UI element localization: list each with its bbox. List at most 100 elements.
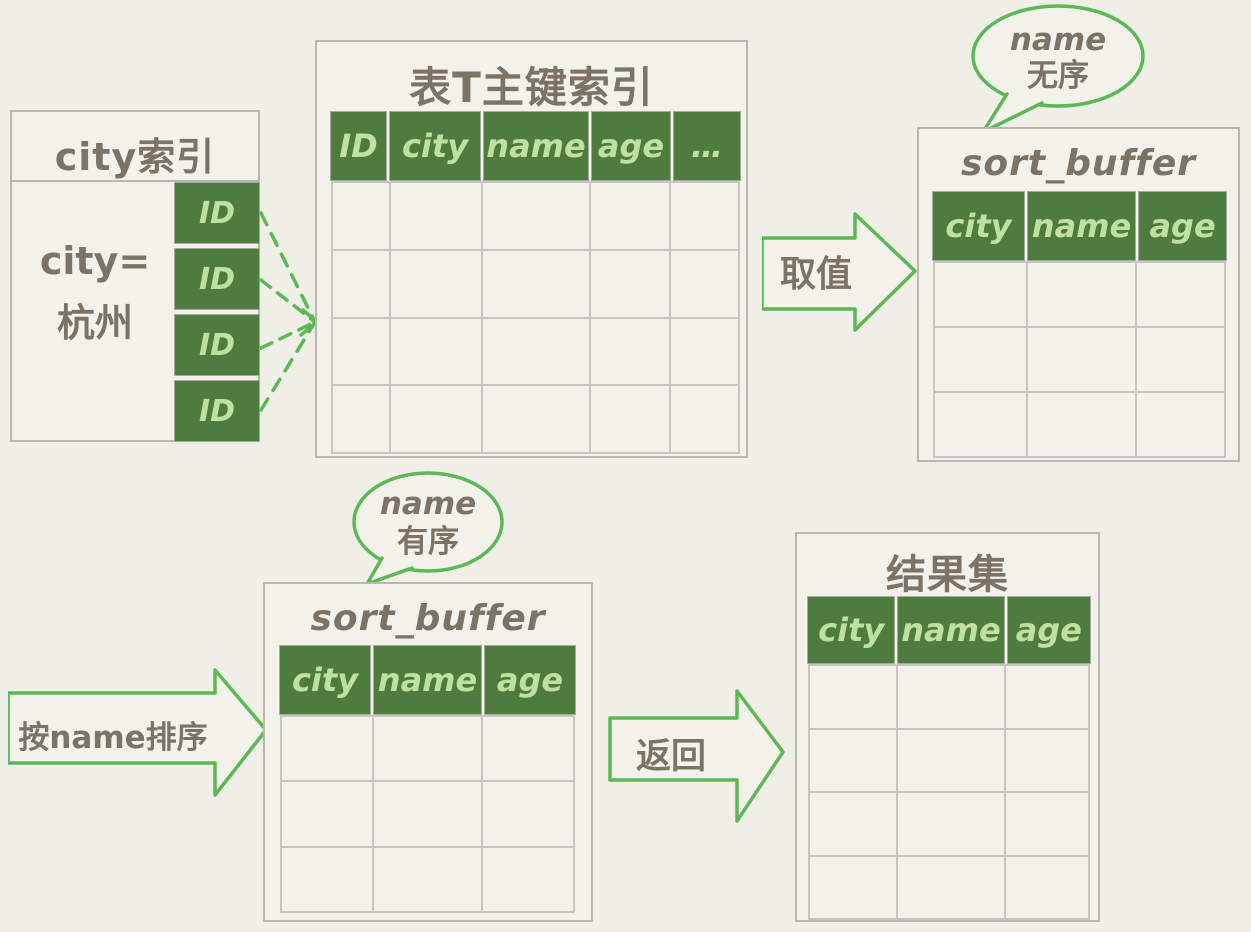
column-header: … bbox=[674, 112, 740, 180]
sort-buffer-header: city name age bbox=[280, 646, 575, 714]
empty-cell bbox=[590, 318, 670, 385]
empty-cell bbox=[671, 318, 738, 385]
id-cell: ID bbox=[175, 381, 259, 441]
city-condition: city= 杭州 bbox=[20, 230, 170, 354]
empty-cell bbox=[1027, 328, 1136, 391]
empty-cell bbox=[390, 318, 482, 385]
empty-cell bbox=[810, 729, 897, 791]
empty-cell bbox=[898, 856, 1004, 918]
empty-cell bbox=[810, 666, 897, 728]
fetch-arrow-label: 取值 bbox=[779, 254, 852, 295]
empty-cell bbox=[483, 318, 589, 385]
empty-cell bbox=[1005, 666, 1088, 728]
sort-buffer-title: sort_buffer bbox=[310, 598, 546, 639]
empty-cell bbox=[282, 717, 372, 781]
column-header: name bbox=[898, 597, 1004, 663]
column-header: name bbox=[484, 112, 588, 180]
empty-cell bbox=[1027, 263, 1136, 326]
empty-cell bbox=[1137, 263, 1224, 326]
empty-cell bbox=[390, 183, 482, 249]
result-set-body bbox=[808, 664, 1090, 920]
bubble-text: 无序 bbox=[1027, 58, 1089, 94]
city-condition-line1: city= bbox=[39, 239, 151, 283]
empty-cell bbox=[590, 250, 670, 317]
sort-buffer-body bbox=[933, 261, 1226, 458]
empty-cell bbox=[282, 782, 372, 846]
empty-cell bbox=[483, 386, 589, 452]
sort-buffer-sorted-table: sort_buffer city name age bbox=[263, 582, 593, 922]
empty-cell bbox=[483, 847, 573, 911]
empty-cell bbox=[282, 847, 372, 911]
column-header: age bbox=[592, 112, 670, 180]
empty-cell bbox=[483, 717, 573, 781]
empty-cell bbox=[1005, 856, 1088, 918]
id-cell: ID bbox=[175, 315, 259, 375]
empty-cell bbox=[671, 386, 738, 452]
return-arrow-label: 返回 bbox=[635, 737, 706, 777]
id-column: ID ID ID ID bbox=[175, 183, 259, 441]
empty-cell bbox=[898, 729, 1004, 791]
empty-cell bbox=[590, 183, 670, 249]
column-header: city bbox=[933, 192, 1024, 260]
column-header: city bbox=[390, 112, 480, 180]
empty-cell bbox=[374, 847, 481, 911]
empty-cell bbox=[483, 183, 589, 249]
sort-buffer-unsorted-table: sort_buffer city name age bbox=[917, 127, 1240, 462]
column-header: city bbox=[280, 646, 370, 714]
sort-arrow bbox=[8, 668, 268, 797]
empty-cell bbox=[483, 250, 589, 317]
bubble-name-sorted bbox=[352, 471, 504, 588]
sort-buffer-body bbox=[280, 715, 575, 913]
empty-cell bbox=[935, 328, 1026, 391]
empty-cell bbox=[671, 250, 738, 317]
dashed-lookup-lines bbox=[259, 211, 319, 412]
empty-cell bbox=[333, 386, 389, 452]
column-header: age bbox=[1139, 192, 1226, 260]
empty-cell bbox=[390, 386, 482, 452]
column-header: ID bbox=[331, 112, 386, 180]
result-set-header: city name age bbox=[808, 597, 1090, 663]
empty-cell bbox=[333, 183, 389, 249]
bubble-name-unsorted bbox=[971, 4, 1145, 137]
result-set-title: 结果集 bbox=[886, 552, 1009, 598]
empty-cell bbox=[898, 666, 1004, 728]
id-cell: ID bbox=[175, 249, 259, 309]
empty-cell bbox=[483, 782, 573, 846]
sort-buffer-header: city name age bbox=[933, 192, 1226, 260]
primary-index-table: 表T主键索引 ID city name age … bbox=[315, 40, 748, 458]
empty-cell bbox=[898, 793, 1004, 855]
column-header: age bbox=[485, 646, 575, 714]
divider bbox=[12, 180, 258, 182]
primary-index-body bbox=[331, 181, 740, 454]
bubble-text: name bbox=[379, 486, 477, 522]
empty-cell bbox=[374, 717, 481, 781]
column-header: city bbox=[808, 597, 895, 663]
bubble-text: name bbox=[1009, 22, 1107, 58]
empty-cell bbox=[1005, 793, 1088, 855]
empty-cell bbox=[1137, 328, 1224, 391]
city-condition-line2: 杭州 bbox=[56, 301, 133, 345]
column-header: age bbox=[1007, 597, 1090, 663]
bubble-text: 有序 bbox=[397, 524, 459, 560]
primary-index-title: 表T主键索引 bbox=[409, 63, 654, 112]
id-cell: ID bbox=[175, 183, 259, 243]
fetch-arrow bbox=[762, 212, 917, 332]
empty-cell bbox=[390, 250, 482, 317]
empty-cell bbox=[935, 393, 1026, 456]
empty-cell bbox=[810, 856, 897, 918]
sort-arrow-label: 按name排序 bbox=[18, 720, 208, 756]
result-set-table: 结果集 city name age bbox=[795, 532, 1100, 922]
empty-cell bbox=[810, 793, 897, 855]
empty-cell bbox=[1137, 393, 1224, 456]
empty-cell bbox=[671, 183, 738, 249]
empty-cell bbox=[935, 263, 1026, 326]
empty-cell bbox=[333, 250, 389, 317]
return-arrow bbox=[608, 689, 785, 823]
column-header: name bbox=[1027, 192, 1136, 260]
sort-buffer-title: sort_buffer bbox=[960, 143, 1196, 184]
empty-cell bbox=[1027, 393, 1136, 456]
primary-index-header: ID city name age … bbox=[331, 112, 740, 180]
city-index-table: city索引 city= 杭州 ID ID ID ID bbox=[10, 110, 260, 442]
column-header: name bbox=[374, 646, 481, 714]
